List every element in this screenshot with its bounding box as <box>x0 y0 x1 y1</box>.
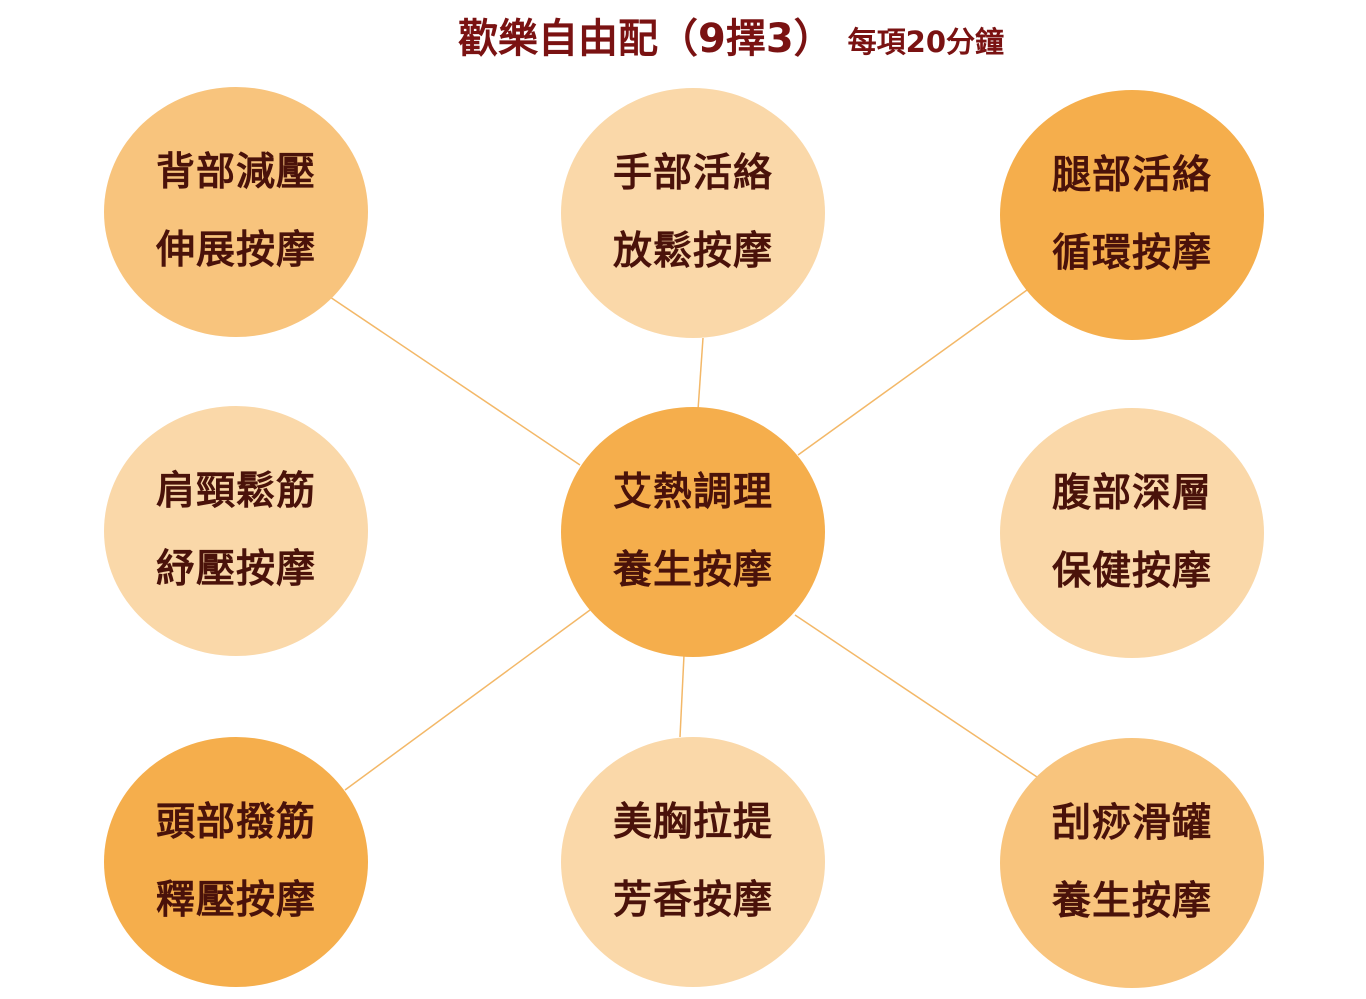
option-back: 背部減壓 伸展按摩 <box>104 87 368 337</box>
connector-line <box>679 654 685 738</box>
connector-line <box>794 614 1038 778</box>
option-leg: 腿部活絡 循環按摩 <box>1000 90 1264 340</box>
node-line1: 刮痧滑罐 <box>1051 801 1212 846</box>
node-line1: 腿部活絡 <box>1051 153 1212 198</box>
option-chest: 美胸拉提 芳香按摩 <box>561 737 825 987</box>
connector-line <box>344 609 591 791</box>
node-line2: 循環按摩 <box>1051 231 1212 276</box>
node-line1: 肩頸鬆筋 <box>155 469 316 514</box>
diagram-title: 歡樂自由配（9擇3） 每項20分鐘 <box>458 6 1004 64</box>
option-abdomen: 腹部深層 保健按摩 <box>1000 408 1264 658</box>
node-line1: 背部減壓 <box>155 150 316 195</box>
node-line2: 保健按摩 <box>1051 549 1212 594</box>
node-line2: 放鬆按摩 <box>612 229 773 274</box>
option-center-moxa: 艾熱調理 養生按摩 <box>561 407 825 657</box>
connector-line <box>329 296 581 466</box>
node-line2: 芳香按摩 <box>612 878 773 923</box>
connector-line <box>797 289 1028 456</box>
node-line1: 艾熱調理 <box>612 470 773 515</box>
node-line2: 養生按摩 <box>612 548 773 593</box>
node-line2: 養生按摩 <box>1051 879 1212 924</box>
option-shoulder-neck: 肩頸鬆筋 紓壓按摩 <box>104 406 368 656</box>
node-line1: 美胸拉提 <box>612 800 773 845</box>
title-sub: 每項20分鐘 <box>847 25 1005 59</box>
node-line1: 腹部深層 <box>1051 471 1212 516</box>
node-line1: 頭部撥筋 <box>155 800 316 845</box>
node-line2: 伸展按摩 <box>155 228 316 273</box>
option-gua-sha: 刮痧滑罐 養生按摩 <box>1000 738 1264 988</box>
connector-line <box>697 337 704 411</box>
title-main: 歡樂自由配（9擇3） <box>458 16 834 62</box>
option-hand: 手部活絡 放鬆按摩 <box>561 88 825 338</box>
node-line2: 紓壓按摩 <box>155 547 316 592</box>
node-line1: 手部活絡 <box>612 151 773 196</box>
node-line2: 釋壓按摩 <box>155 878 316 923</box>
option-head: 頭部撥筋 釋壓按摩 <box>104 737 368 987</box>
